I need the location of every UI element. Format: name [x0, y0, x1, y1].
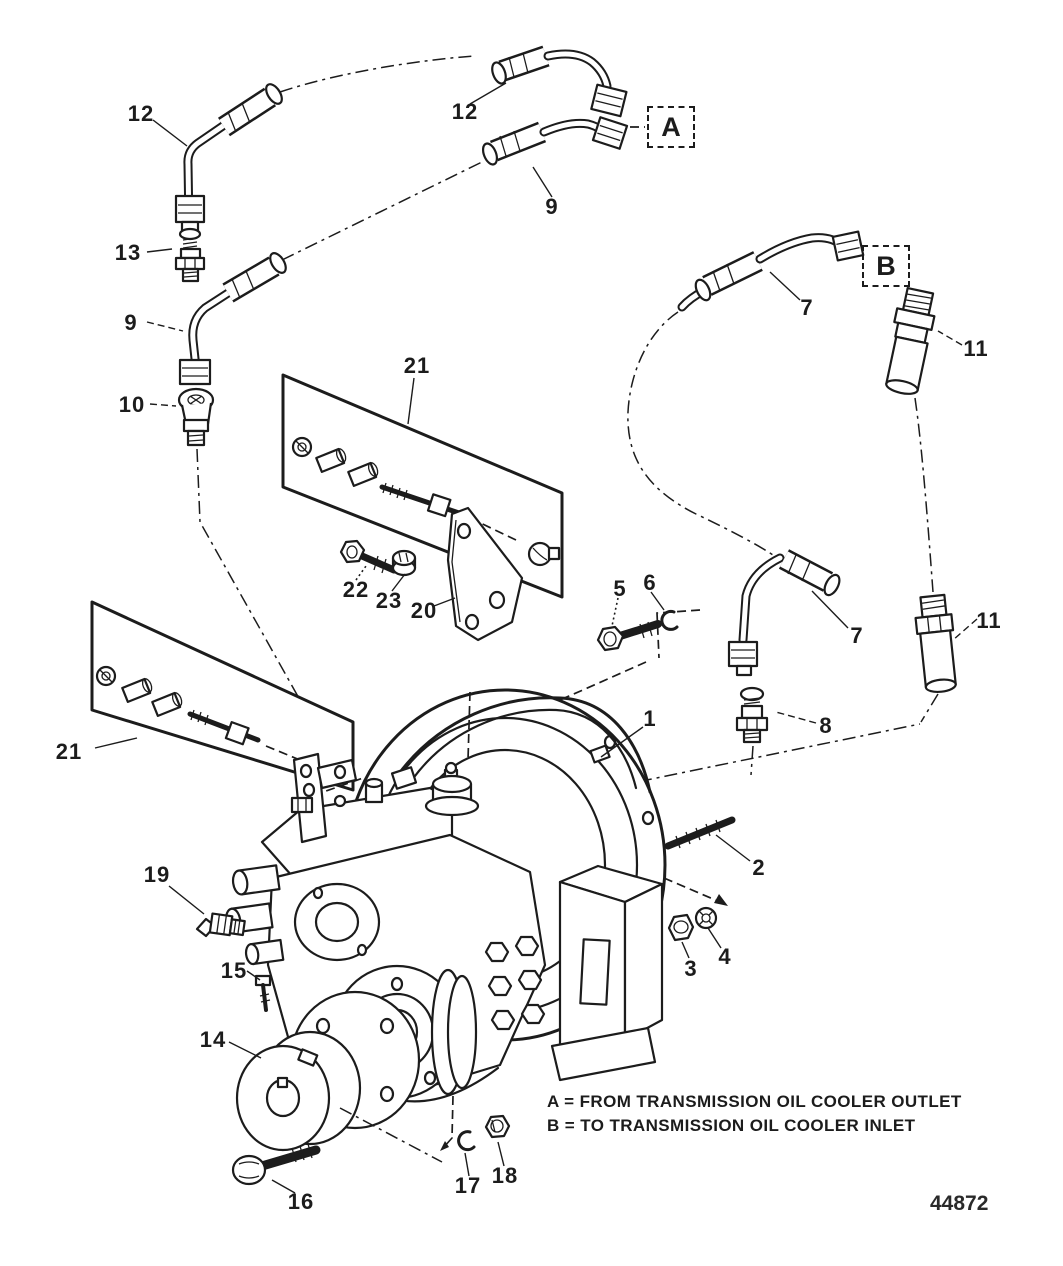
- legend-line-b: B = TO TRANSMISSION OIL COOLER INLET: [547, 1116, 916, 1135]
- kit-21-bottom: [90, 600, 355, 792]
- bolt-22: [339, 539, 398, 574]
- callout-15: 15: [220, 958, 248, 983]
- callout-7-bottom: 7: [850, 623, 864, 648]
- fitting-13: [174, 227, 206, 283]
- callout-9-left: 9: [124, 310, 138, 335]
- callout-23: 23: [375, 588, 403, 613]
- fitting-11-bottom: [914, 593, 957, 694]
- callout-8: 8: [819, 713, 833, 738]
- ref-letter-a: A: [661, 111, 681, 142]
- ref-box-b: B: [862, 245, 910, 287]
- kit-21-top: [281, 373, 564, 599]
- bolt-16: [231, 1143, 321, 1186]
- bracket-20: [446, 506, 524, 642]
- callout-21-top: 21: [403, 353, 431, 378]
- washer-4: [694, 906, 718, 930]
- transmission-assembly: [224, 688, 667, 1103]
- nut-18: [484, 1114, 511, 1139]
- bolt-5: [596, 620, 662, 652]
- callout-18: 18: [491, 1163, 519, 1188]
- washer-17: [457, 1130, 476, 1152]
- hose-7-top: [627, 230, 865, 558]
- callout-11-top: 11: [963, 336, 989, 361]
- callout-11-bottom: 11: [976, 608, 1002, 633]
- callout-16: 16: [287, 1189, 315, 1214]
- fitting-11-top: [885, 286, 936, 395]
- callout-20: 20: [410, 598, 438, 623]
- callout-22: 22: [342, 577, 370, 602]
- bolt-15: [254, 974, 272, 1012]
- ref-box-a: A: [647, 106, 695, 148]
- leader-lines: [94, 82, 978, 1194]
- hose-7-bottom: [727, 549, 841, 677]
- washer-6: [660, 609, 679, 631]
- callout-13: 13: [114, 240, 142, 265]
- install-dashes-bottom: [440, 1095, 454, 1151]
- coupler-14: [235, 990, 443, 1163]
- callout-10: 10: [118, 392, 146, 417]
- callout-6: 6: [643, 570, 657, 595]
- callout-12-left: 12: [127, 101, 155, 126]
- callout-12-right: 12: [451, 99, 479, 124]
- install-line-11-top: [914, 397, 934, 593]
- callout-1: 1: [643, 706, 657, 731]
- legend-line-a: A = FROM TRANSMISSION OIL COOLER OUTLET: [547, 1092, 962, 1111]
- hose-12-left: [174, 55, 475, 233]
- install-line-11-bottom: [920, 693, 939, 723]
- callout-9-top: 9: [545, 194, 559, 219]
- callout-4: 4: [718, 944, 732, 969]
- callout-5: 5: [613, 576, 627, 601]
- callout-14: 14: [199, 1027, 227, 1052]
- legend: A = FROM TRANSMISSION OIL COOLER OUTLET …: [547, 1090, 962, 1138]
- callout-21-left: 21: [55, 739, 83, 764]
- fitting-10: [177, 387, 333, 758]
- fitting-8: [735, 686, 769, 776]
- ref-letter-b: B: [876, 250, 896, 281]
- hose-12-right: [491, 45, 628, 118]
- callout-7-top: 7: [800, 295, 814, 320]
- callout-2: 2: [752, 855, 766, 880]
- callout-17: 17: [454, 1173, 482, 1198]
- nut-3: [667, 913, 695, 942]
- nut-23: [391, 549, 417, 577]
- stud-2: [664, 816, 736, 850]
- figure-number: 44872: [930, 1192, 989, 1215]
- callout-19: 19: [143, 862, 171, 887]
- hose-9-left: [178, 160, 485, 386]
- callout-3: 3: [684, 956, 698, 981]
- hose-9-top: [481, 116, 645, 166]
- sensor-19: [195, 912, 246, 938]
